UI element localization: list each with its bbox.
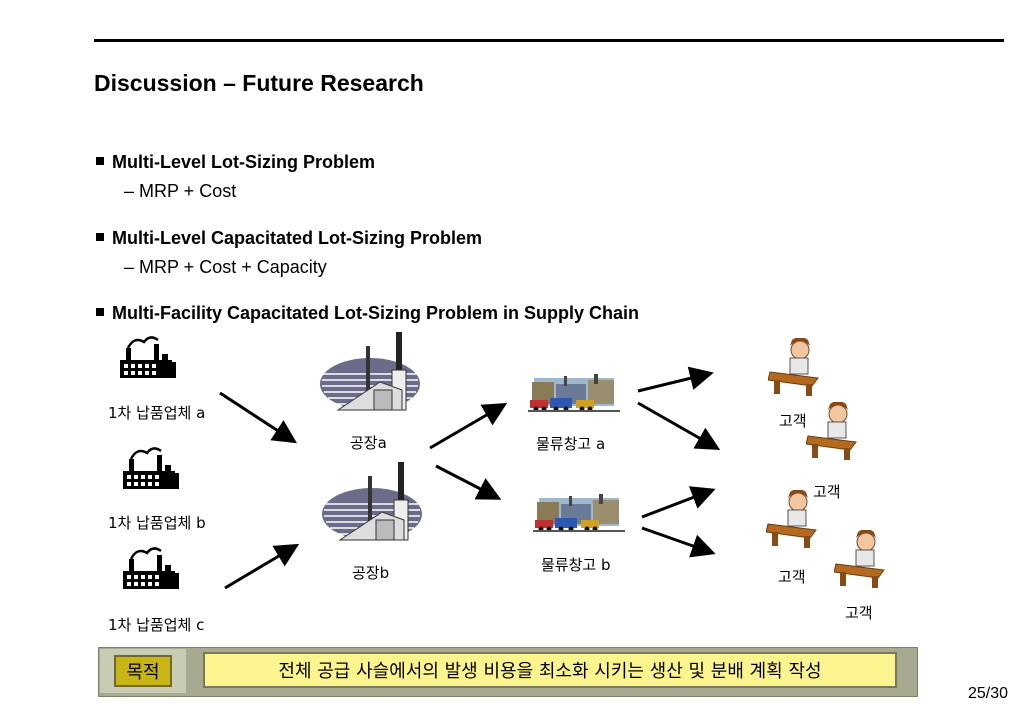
- warehouse-label-a: 물류창고 a: [536, 435, 606, 453]
- warehouse-icon: [528, 374, 620, 412]
- page-number: 25/30: [968, 685, 1009, 702]
- sub-bullet-2: – MRP + Cost + Capacity: [124, 257, 327, 277]
- goal-label: 목적: [114, 655, 172, 687]
- bullet-2-text: Multi-Level Capacitated Lot-Sizing Probl…: [112, 228, 483, 248]
- slide-title: Discussion – Future Research: [94, 70, 424, 96]
- supplier-label-b: 1차 납품업체 b: [108, 514, 206, 532]
- customer-label: 고객: [779, 412, 807, 430]
- bullet-3-text: Multi-Facility Capacitated Lot-Sizing Pr…: [112, 303, 640, 323]
- customer-desk-icon: [834, 530, 885, 588]
- supplier-label-a: 1차 납품업체 a: [108, 404, 206, 422]
- customer-label: 고객: [845, 604, 873, 622]
- customer-label: 고객: [778, 568, 806, 586]
- bullet-1: Multi-Level Lot-Sizing Problem: [96, 152, 375, 173]
- supplier-label-c: 1차 납품업체 c: [108, 616, 205, 634]
- bullet-3: Multi-Facility Capacitated Lot-Sizing Pr…: [96, 303, 639, 324]
- plant-label-b: 공장b: [352, 564, 390, 582]
- top-rule: [94, 39, 1004, 42]
- bullet-2: Multi-Level Capacitated Lot-Sizing Probl…: [96, 228, 482, 249]
- arrow-plant-to-warehouse-b: [435, 464, 502, 500]
- customer-desk-icon: [768, 338, 819, 396]
- bullet-square-icon: [96, 233, 104, 241]
- customer-label: 고객: [813, 483, 841, 501]
- arrow-warehouse-a-to-customer: [637, 366, 714, 393]
- factory-icon: [123, 547, 179, 589]
- arrow-warehouse-a-to-customer: [637, 401, 721, 450]
- power-plant-icon: [322, 462, 422, 541]
- factory-icon: [123, 447, 179, 489]
- arrow-supplier-c-to-plant-b: [224, 543, 300, 590]
- customer-desk-icon: [806, 402, 857, 460]
- warehouse-icon: [533, 494, 625, 532]
- bullet-square-icon: [96, 157, 104, 165]
- goal-text: 전체 공급 사슬에서의 발생 비용을 최소화 시키는 생산 및 분배 계획 작성: [203, 652, 897, 688]
- power-plant-icon: [320, 332, 420, 411]
- sub-bullet-1: – MRP + Cost: [124, 181, 237, 201]
- bullet-square-icon: [96, 308, 104, 316]
- customer-desk-icon: [766, 490, 817, 548]
- warehouse-label-b: 물류창고 b: [541, 556, 611, 574]
- arrow-plant-a-to-warehouse-a: [429, 402, 508, 450]
- factory-icon: [120, 336, 176, 378]
- bullet-1-text: Multi-Level Lot-Sizing Problem: [112, 152, 376, 172]
- arrow-warehouse-b-to-customer: [641, 526, 716, 558]
- arrow-warehouse-b-to-customer: [641, 486, 716, 519]
- plant-label-a: 공장a: [350, 434, 387, 452]
- arrow-supplier-a-to-plant-a: [219, 391, 298, 444]
